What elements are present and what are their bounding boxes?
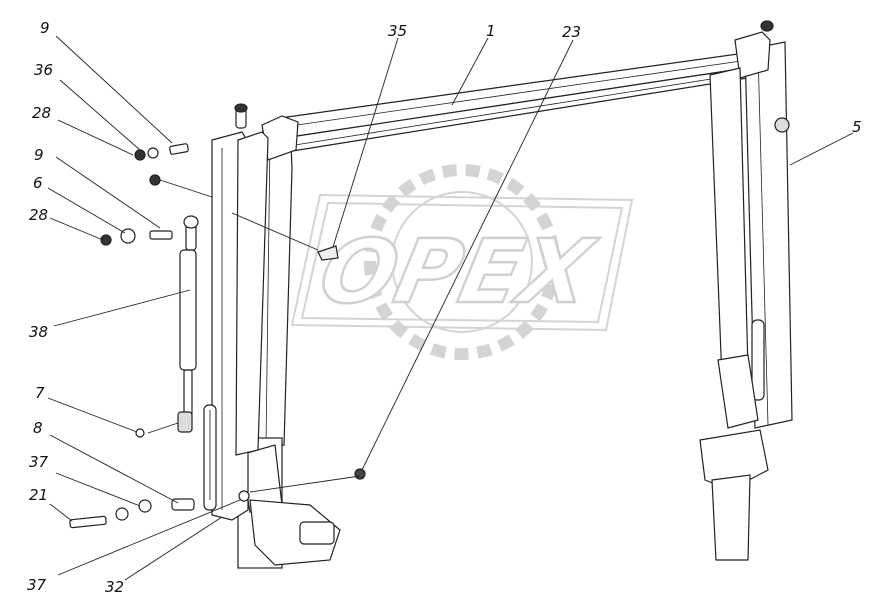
callout-38: 38: [29, 323, 48, 341]
callout-1: 1: [486, 22, 496, 40]
callout-9-top: 9: [40, 19, 50, 37]
callout-28-mid: 28: [29, 206, 48, 224]
callout-37-upper: 37: [29, 453, 49, 471]
leader-lines: [47, 35, 854, 581]
watermark-text: OPEX: [311, 220, 604, 323]
exploded-fasteners: [69, 143, 366, 529]
callout-32: 32: [105, 578, 124, 596]
callout-28-top: 28: [32, 104, 51, 122]
gas-strut: [177, 215, 199, 433]
top-crossbar: [279, 51, 761, 153]
callout-23: 23: [562, 23, 581, 41]
callout-37-lower: 37: [27, 576, 47, 594]
lower-hinge-bracket: [238, 490, 341, 566]
callout-35: 35: [388, 22, 407, 40]
callout-6: 6: [33, 174, 43, 192]
right-frame-post: [699, 20, 793, 561]
callout-36: 36: [34, 61, 53, 79]
callout-labels: 9 36 28 9 6 28 38 7 8 37 21 37 32 35 1 2…: [27, 19, 862, 596]
callout-5: 5: [852, 118, 862, 136]
callout-8: 8: [33, 419, 43, 437]
left-guide-rail: [203, 103, 269, 521]
callout-7: 7: [35, 384, 45, 402]
callout-21: 21: [29, 486, 48, 504]
callout-9-mid: 9: [34, 146, 44, 164]
watermark-logo: [290, 164, 634, 360]
